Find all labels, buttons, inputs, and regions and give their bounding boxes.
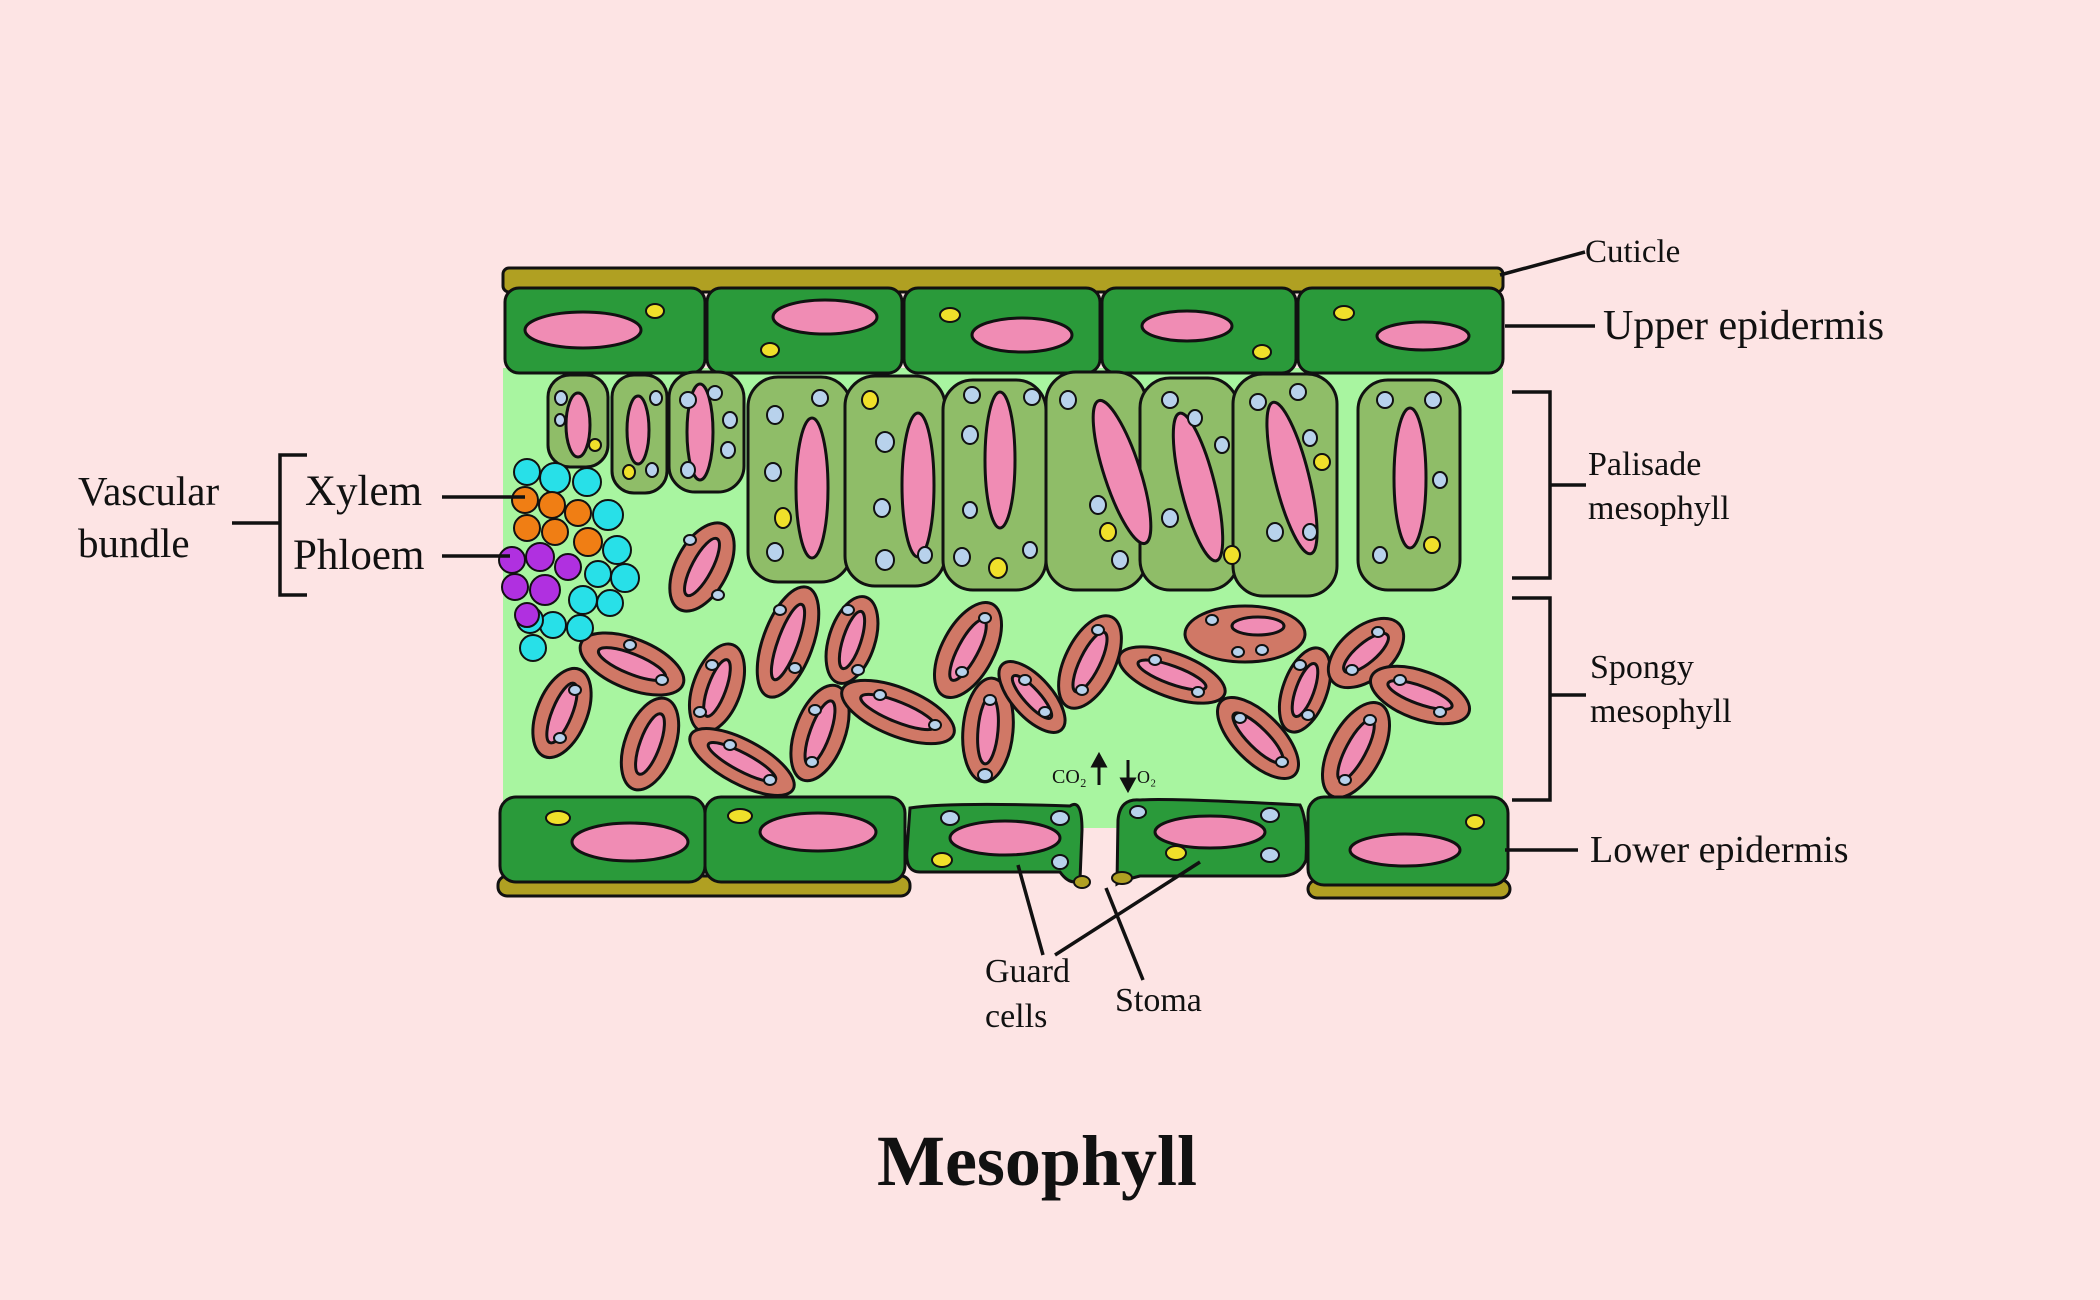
- chloroplast: [1050, 810, 1070, 826]
- spongy-label-2: mesophyll: [1590, 693, 1732, 730]
- vascular-bracket: [232, 453, 307, 597]
- chloroplast: [1165, 845, 1187, 861]
- o2-label: O₂: [1137, 767, 1156, 787]
- nucleus: [794, 416, 830, 560]
- upper-epidermis-label: Upper epidermis: [1603, 303, 1884, 349]
- lower-epidermis-label: Lower epidermis: [1590, 829, 1849, 871]
- chloroplast: [1465, 814, 1485, 830]
- upper-epidermis: [503, 286, 1505, 375]
- leader-lines: [232, 250, 1595, 981]
- nucleus: [1171, 411, 1225, 563]
- guard-cells-leader: [1016, 864, 1045, 956]
- spongy-label: Spongy: [1590, 649, 1694, 686]
- nucleus: [564, 391, 592, 459]
- vascular-cell: [539, 611, 567, 639]
- phloem-cell: [498, 546, 526, 574]
- nucleus: [1392, 406, 1428, 550]
- xylem-cell: [538, 491, 566, 519]
- palisade-bracket: [1512, 390, 1586, 580]
- arrow-down-icon: [1119, 777, 1137, 794]
- vascular-cell: [596, 589, 624, 617]
- vascular-bundle: [498, 458, 640, 662]
- stoma-label: Stoma: [1115, 982, 1202, 1019]
- chloroplast: [1333, 305, 1355, 321]
- vascular-cell: [513, 458, 541, 486]
- nucleus: [970, 316, 1074, 354]
- nucleus: [758, 811, 878, 853]
- lower-epidermis: [496, 795, 1512, 900]
- nucleus: [1375, 320, 1471, 352]
- chloroplast: [645, 303, 665, 319]
- chloroplast: [1260, 847, 1280, 863]
- nucleus: [523, 310, 643, 350]
- xylem-label: Xylem: [305, 468, 422, 515]
- palisade-chloroplasts: [554, 383, 1448, 579]
- cuticle-label: Cuticle: [1585, 234, 1680, 270]
- xylem-cell: [564, 499, 592, 527]
- spongy-chloroplasts: [553, 534, 1447, 786]
- phloem-cell: [501, 573, 529, 601]
- vascular-cell: [584, 560, 612, 588]
- nucleus: [900, 411, 936, 559]
- stoma-leader: [1104, 887, 1145, 981]
- guard-cell-tip: [1111, 871, 1133, 885]
- xylem-cell: [513, 514, 541, 542]
- nucleus: [1140, 309, 1234, 343]
- xylem-cell: [541, 518, 569, 546]
- nucleus: [1153, 814, 1267, 850]
- xylem-cell: [573, 527, 603, 557]
- guard-cells-label-2: cells: [985, 998, 1047, 1035]
- nucleus: [948, 819, 1062, 857]
- nucleus: [1091, 398, 1153, 546]
- vascular-cell: [602, 535, 632, 565]
- vascular-cell: [610, 563, 640, 593]
- vascular-cell: [519, 634, 547, 662]
- chloroplast: [1129, 805, 1147, 819]
- nucleus: [625, 394, 651, 466]
- chloroplast: [931, 852, 953, 868]
- nucleus: [771, 298, 879, 336]
- nucleus: [685, 382, 715, 482]
- guard-cells-label: Guard: [985, 953, 1070, 990]
- chloroplast: [727, 808, 753, 824]
- chloroplast: [1252, 344, 1272, 360]
- chloroplast: [545, 810, 571, 826]
- chloroplast: [1051, 854, 1069, 870]
- phloem-cell: [525, 542, 555, 572]
- cuticle-leader: [1499, 250, 1586, 277]
- vascular-label-2: bundle: [78, 520, 190, 566]
- gas-exchange: [1090, 751, 1137, 794]
- nucleus: [1348, 832, 1462, 868]
- vascular-cell: [572, 467, 602, 497]
- chloroplast: [760, 342, 780, 358]
- chloroplast: [940, 810, 960, 826]
- phloem-cell: [529, 574, 561, 606]
- palisade-label-2: mesophyll: [1588, 490, 1730, 527]
- vascular-cell: [539, 462, 571, 494]
- phloem-cell: [554, 553, 582, 581]
- chloroplast: [1260, 807, 1280, 823]
- vascular-cell: [592, 499, 624, 531]
- phloem-label: Phloem: [293, 532, 424, 579]
- guard-cell-tip: [1073, 875, 1091, 889]
- diagram-title: Mesophyll: [877, 1121, 1197, 1201]
- phloem-cell: [514, 602, 540, 628]
- arrow-up-icon: [1090, 751, 1108, 768]
- nucleus: [570, 821, 690, 863]
- nucleus: [983, 390, 1017, 530]
- xylem-cell: [511, 486, 539, 514]
- palisade-label: Palisade: [1588, 446, 1701, 483]
- spongy-bracket: [1512, 596, 1586, 802]
- vascular-label: Vascular: [78, 468, 220, 514]
- co2-label: CO₂: [1052, 766, 1087, 788]
- vascular-cell: [568, 585, 598, 615]
- guard-cells-leader-2: [1054, 860, 1201, 957]
- chloroplast: [939, 307, 961, 323]
- vascular-cell: [566, 614, 594, 642]
- nucleus: [1265, 400, 1319, 556]
